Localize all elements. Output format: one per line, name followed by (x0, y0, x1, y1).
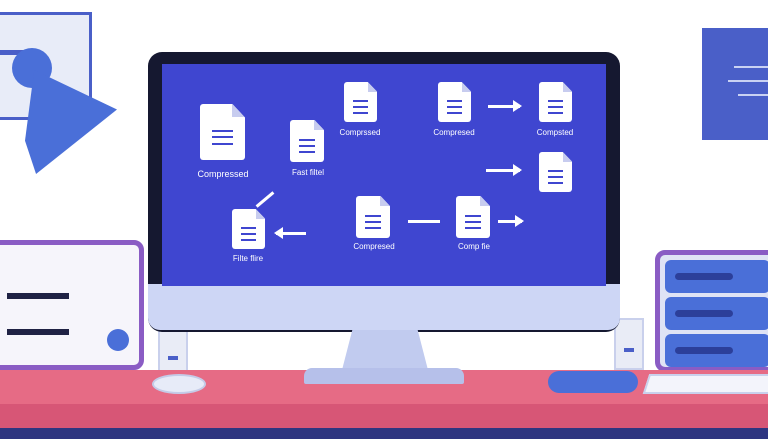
device-bar (7, 293, 69, 299)
server-unit (665, 297, 768, 330)
file-icon[interactable] (232, 209, 265, 249)
left-device (0, 240, 144, 370)
arrow-right-icon (498, 215, 524, 227)
server-unit (665, 334, 768, 367)
server-unit (665, 260, 768, 293)
monitor-stand (304, 368, 464, 384)
file-label: Compresed (433, 128, 475, 137)
monitor-neck (342, 330, 428, 370)
desk-base (0, 428, 768, 439)
file-icon[interactable] (290, 120, 324, 162)
screen: Compressed Fast filtel Comprssed Compres… (162, 64, 606, 286)
dash-icon (408, 220, 440, 223)
mouse-pad (548, 371, 638, 393)
file-label: Comp fie (457, 242, 490, 251)
file-label: Compressed (197, 169, 249, 179)
file-label: Comprssed (339, 128, 381, 137)
device-knob (107, 329, 129, 351)
device-bar (7, 329, 69, 335)
server-rack-icon (655, 250, 768, 372)
file-icon[interactable] (539, 152, 572, 192)
file-label: Compresed (353, 242, 395, 251)
monitor-chin (148, 284, 620, 330)
arrow-right-icon (486, 164, 522, 176)
arrow-left-icon (274, 227, 306, 239)
mouse[interactable] (152, 374, 206, 394)
speaker-right (614, 318, 644, 370)
file-icon[interactable] (539, 82, 572, 122)
file-label: Compsted (536, 128, 574, 137)
file-icon[interactable] (200, 104, 245, 160)
wall-frame-right (702, 28, 768, 140)
file-icon[interactable] (456, 196, 490, 238)
file-icon[interactable] (438, 82, 471, 122)
file-icon[interactable] (344, 82, 377, 122)
arrow-right-icon (488, 100, 522, 112)
arrow-diagonal-icon (255, 191, 275, 208)
file-label: Fast filtel (291, 168, 324, 177)
keyboard[interactable] (642, 374, 768, 394)
file-label: Filte flire (232, 254, 264, 263)
file-icon[interactable] (356, 196, 390, 238)
